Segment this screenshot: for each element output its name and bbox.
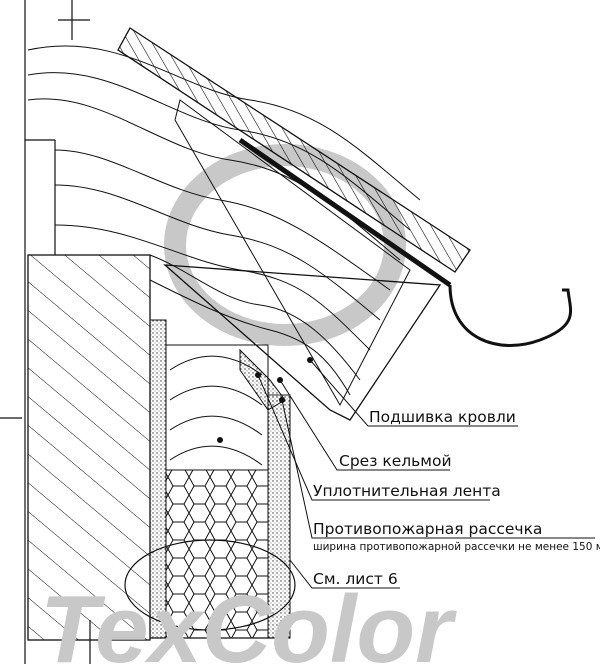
polystyrene-hex — [165, 469, 269, 639]
gutter — [448, 284, 573, 347]
roof-tiles — [117, 27, 471, 273]
brick-wall — [27, 254, 151, 641]
label-see-sheet: См. лист 6 — [313, 570, 398, 588]
label-soffit: Подшивка кровли — [369, 408, 516, 426]
leader-lines — [257, 359, 595, 589]
label-sealing-tape: Уплотнительная лента — [313, 482, 501, 500]
soffit-board — [163, 264, 442, 421]
sealing-tape — [239, 348, 286, 411]
leader-dots — [217, 357, 313, 443]
watermark-text: TexColor — [40, 576, 457, 664]
soffit-frame — [174, 99, 411, 407]
roof-membrane — [238, 137, 452, 288]
reference-ellipse — [124, 539, 296, 631]
label-firebreak-note: ширина противопожарной рассечки не менее… — [313, 541, 600, 553]
label-firebreak: Противопожарная рассечка — [313, 520, 542, 538]
label-trowel-cut: Срез кельмой — [339, 452, 452, 470]
